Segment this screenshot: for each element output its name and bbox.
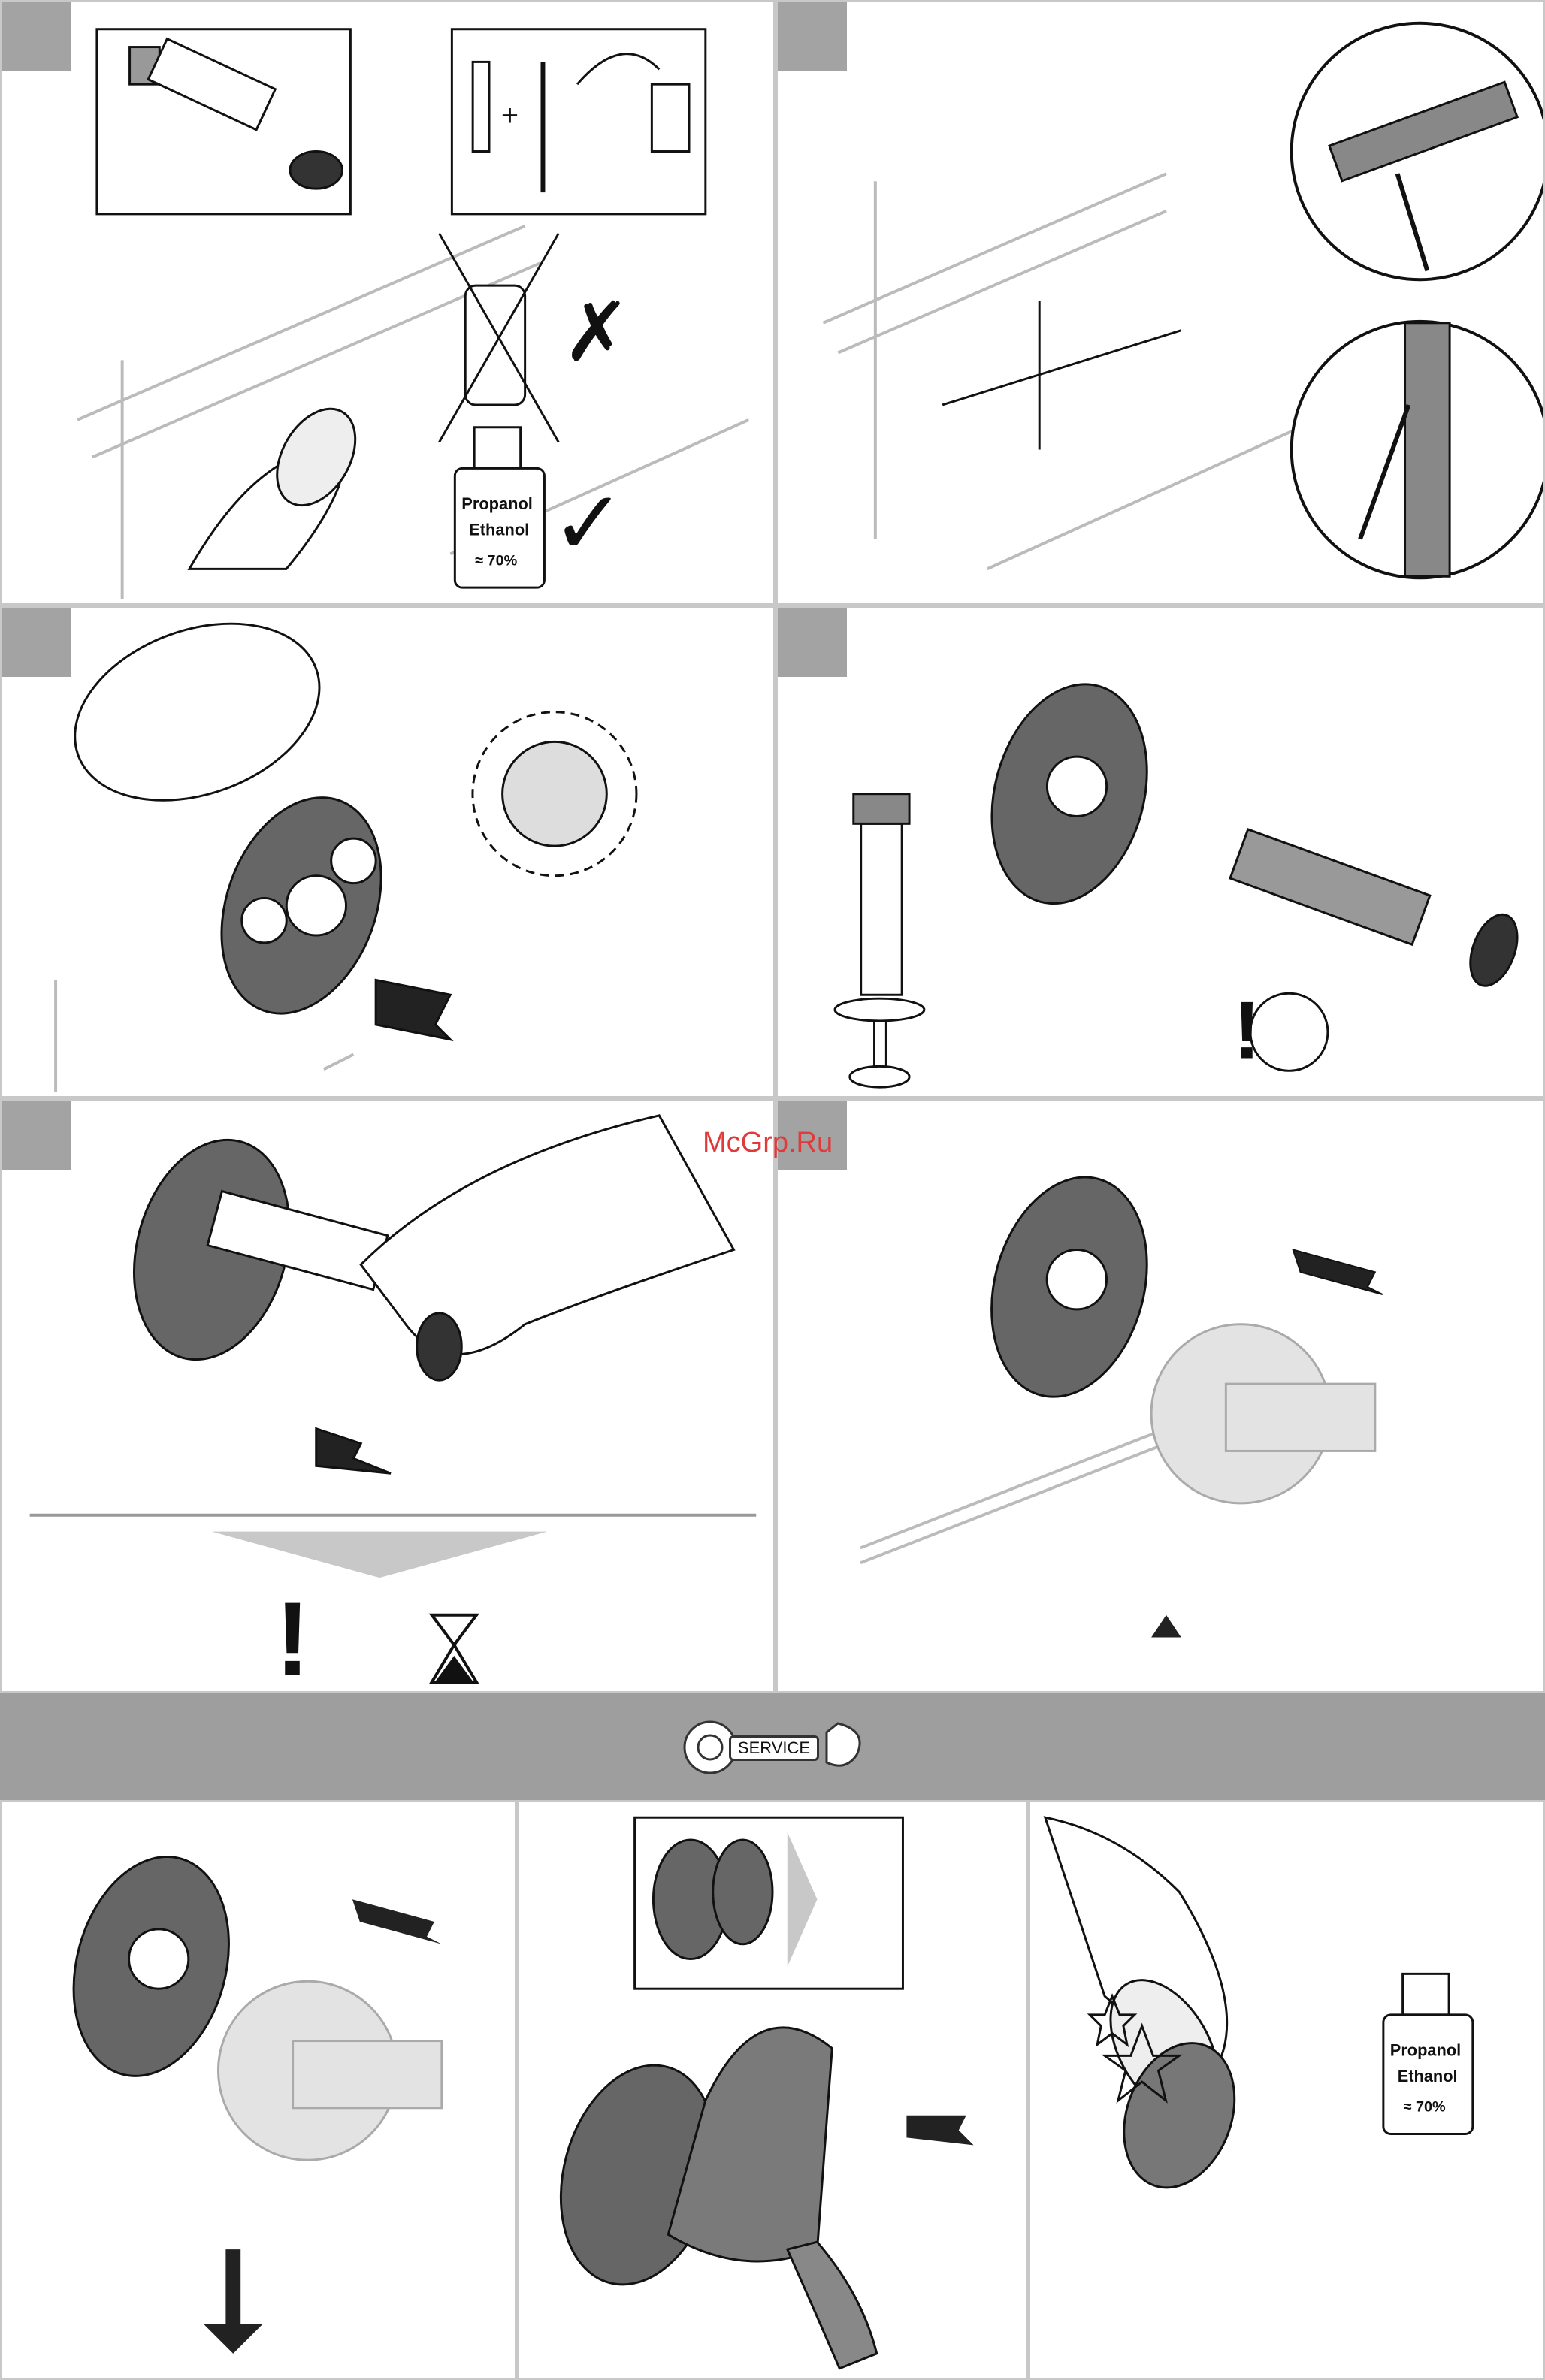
service-1-illustration: [2, 1802, 515, 2378]
bottle-label-line1: Propanol: [461, 494, 533, 513]
bottle-label-line3: ≈ 70%: [1404, 2099, 1446, 2116]
step-panel-4: !: [776, 606, 1545, 1098]
step-panel-6: [776, 1098, 1545, 1693]
step-6-illustration: [778, 1101, 1543, 1691]
step-panel-3: [0, 606, 776, 1098]
step-panel-5: !: [0, 1098, 776, 1693]
service-label: SERVICE: [729, 1735, 819, 1761]
step-panel-2: [776, 0, 1545, 606]
svg-text:✗: ✗: [562, 286, 630, 378]
bottle-label-line2: Ethanol: [1398, 2067, 1458, 2086]
step-4-illustration: !: [778, 608, 1543, 1096]
svg-text:✓: ✓: [551, 473, 626, 573]
step-5-illustration: !: [2, 1101, 773, 1691]
step-1-illustration: + ✗ Propanol Ethanol ≈ 70% ✓: [2, 2, 773, 603]
bottle-label-line3: ≈ 70%: [475, 552, 517, 569]
step-panel-1: + ✗ Propanol Ethanol ≈ 70% ✓: [0, 0, 776, 606]
step-3-illustration: [2, 608, 773, 1096]
down-chevron-icon: [212, 1532, 548, 1578]
service-panel-2: [517, 1800, 1028, 2380]
bottle-label-line1: Propanol: [1390, 2040, 1461, 2059]
service-panel-1: [0, 1800, 517, 2380]
svg-text:+: +: [501, 99, 519, 132]
hourglass-icon: [432, 1615, 477, 1682]
service-panel-3: Propanol Ethanol ≈ 70%: [1028, 1800, 1545, 2380]
bottle-label-line2: Ethanol: [469, 521, 529, 539]
svg-text:!: !: [1233, 984, 1260, 1076]
up-arrow-icon: [1151, 1615, 1181, 1638]
service-2-illustration: [519, 1802, 1026, 2378]
svg-text:!: !: [275, 1581, 310, 1691]
service-3-illustration: Propanol Ethanol ≈ 70%: [1030, 1802, 1543, 2378]
watermark: McGrp.Ru: [703, 1127, 833, 1159]
step-2-illustration: [778, 2, 1543, 603]
